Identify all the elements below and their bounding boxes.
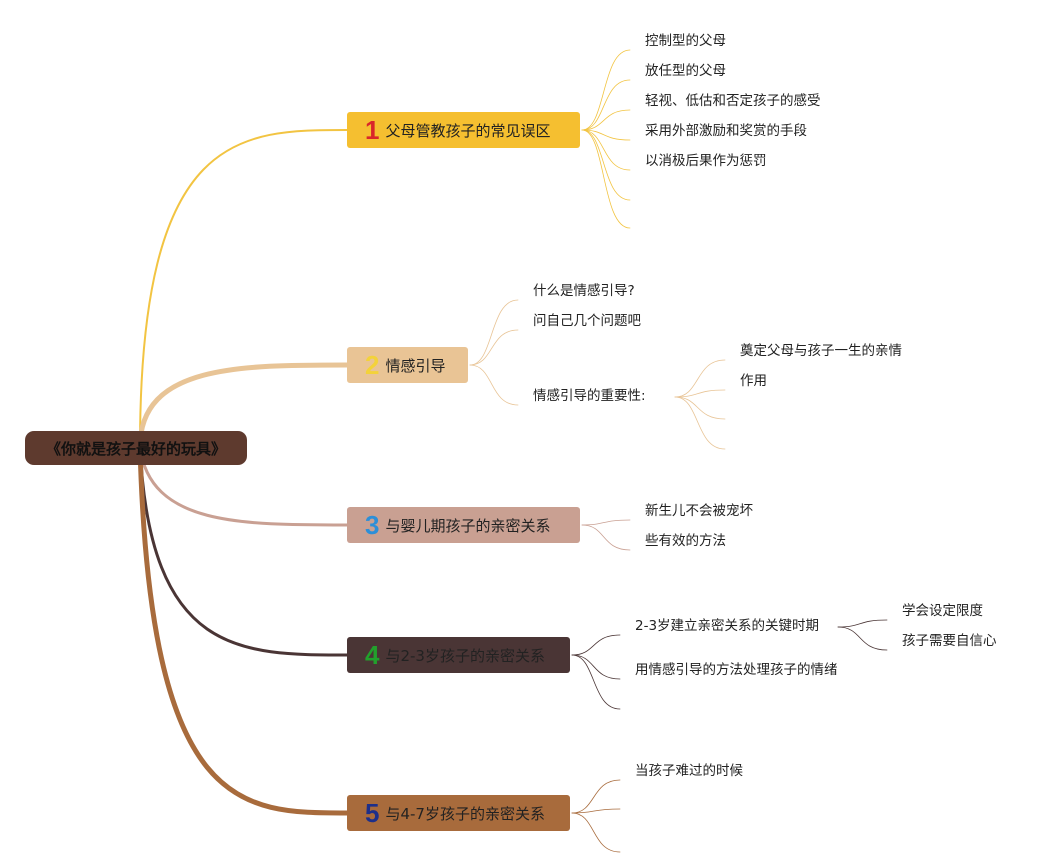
subchild-connector (837, 626, 888, 651)
branch-label: 与4-7岁孩子的亲密关系 (385, 804, 545, 823)
child-connector (571, 634, 621, 656)
subchild-topic[interactable]: 作用 (740, 373, 767, 389)
subchild-connector (674, 389, 726, 398)
root-label: 《你就是孩子最好的玩具》 (45, 439, 226, 458)
child-connector (581, 109, 631, 131)
branch-label: 与婴儿期孩子的亲密关系 (385, 516, 551, 535)
subchild-topic[interactable]: 奠定父母与孩子一生的亲情 (740, 343, 902, 359)
child-connector (581, 129, 631, 171)
child-topic[interactable]: 新生儿不会被宠坏 (645, 503, 753, 519)
branch-node-2[interactable]: 2 情感引导 (347, 347, 468, 383)
child-topic[interactable]: 控制型的父母 (645, 33, 726, 49)
child-topic[interactable]: 什么是情感引导? (533, 283, 635, 299)
child-connector (571, 654, 621, 680)
subchild-topic[interactable]: 学会设定限度 (902, 603, 983, 619)
child-connector (581, 129, 631, 229)
child-connector (581, 524, 631, 551)
child-connector (571, 808, 621, 814)
child-topic[interactable]: 以消极后果作为惩罚 (645, 153, 767, 169)
subchild-topic[interactable]: 孩子需要自信心 (902, 633, 997, 649)
root-branch-line-3 (138, 445, 349, 527)
child-connector (469, 299, 519, 366)
child-topic[interactable]: 当孩子难过的时候 (635, 763, 743, 779)
child-topic[interactable]: 放任型的父母 (645, 63, 726, 79)
branch-number-badge: 4 (365, 639, 380, 670)
subchild-connector (674, 359, 726, 398)
branch-number-badge: 2 (365, 349, 380, 380)
branch-node-4[interactable]: 4 与2-3岁孩子的亲密关系 (347, 637, 570, 673)
child-connector (469, 364, 519, 406)
child-connector (581, 519, 631, 526)
root-branch-line-1 (139, 129, 348, 448)
root-branch-line-5 (137, 444, 350, 816)
subchild-connector (837, 619, 888, 628)
child-connector (571, 812, 621, 853)
subchild-connector (674, 396, 726, 420)
child-topic[interactable]: 问自己几个问题吧 (533, 313, 641, 329)
child-connector (571, 779, 621, 814)
child-connector (581, 79, 631, 131)
branch-label: 与2-3岁孩子的亲密关系 (385, 646, 545, 665)
child-topic[interactable]: 轻视、低估和否定孩子的感受 (645, 93, 821, 109)
branch-node-1[interactable]: 1 父母管教孩子的常见误区 (347, 112, 580, 148)
root-branch-line-4 (138, 445, 349, 657)
child-topic[interactable]: 情感引导的重要性: (533, 388, 646, 404)
branch-label: 情感引导 (385, 356, 446, 375)
branch-number-badge: 1 (365, 114, 380, 145)
subchild-connector (674, 396, 726, 450)
branch-node-5[interactable]: 5 与4-7岁孩子的亲密关系 (347, 795, 570, 831)
child-topic[interactable]: 用情感引导的方法处理孩子的情绪 (635, 662, 838, 678)
child-topic[interactable]: 2-3岁建立亲密关系的关键时期 (635, 618, 820, 634)
child-topic[interactable]: 采用外部激励和奖赏的手段 (645, 123, 807, 139)
child-connector (581, 129, 631, 201)
branch-number-badge: 3 (365, 509, 380, 540)
child-connector (469, 329, 519, 366)
branch-number-badge: 5 (365, 797, 380, 828)
child-topic[interactable]: 些有效的方法 (645, 533, 726, 549)
child-connector (581, 49, 631, 131)
root-branch-line-2 (137, 362, 350, 450)
branch-label: 父母管教孩子的常见误区 (385, 121, 551, 140)
root-node[interactable]: 《你就是孩子最好的玩具》 (25, 431, 247, 465)
child-connector (581, 129, 631, 141)
child-connector (571, 654, 621, 710)
branch-node-3[interactable]: 3 与婴儿期孩子的亲密关系 (347, 507, 580, 543)
